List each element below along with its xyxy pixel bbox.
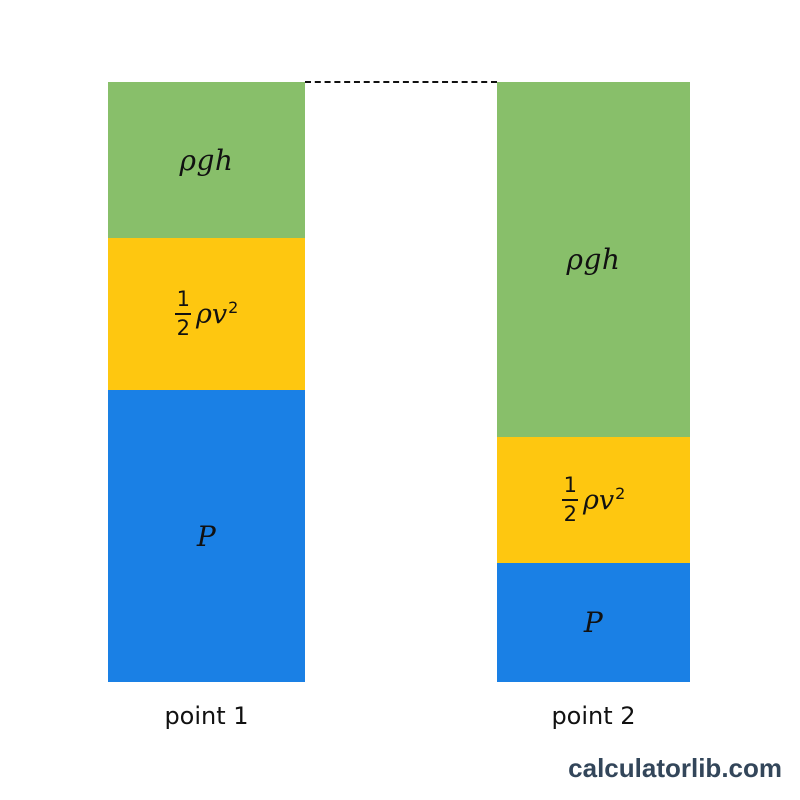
point-2-kinetic-numerator: 1: [563, 473, 578, 497]
watermark: calculatorlib.com: [568, 753, 782, 783]
point-1-fraction-bar: [175, 313, 192, 315]
point-1-kinetic-segment: 1 2 ρv2: [108, 238, 305, 390]
point-2-label: point 2: [551, 702, 636, 730]
point-2-kinetic-exponent: 2: [615, 484, 626, 503]
point-2-gravity-segment: ρgh: [497, 82, 690, 437]
point-2-kinetic-segment: 1 2 ρv2: [497, 437, 690, 563]
point-1-kinetic-body: ρv: [196, 299, 228, 330]
point-1-kinetic-expression: 1 2 ρv2: [175, 289, 238, 339]
point-1-kinetic-fraction: 1 2: [175, 289, 192, 339]
point-1-column: ρgh 1 2 ρv2 P: [108, 82, 305, 682]
point-2-kinetic-fraction: 1 2: [562, 475, 579, 525]
point-2-pressure-label: P: [583, 606, 604, 639]
point-1-label: point 1: [164, 702, 249, 730]
point-1-gravity-label: ρgh: [179, 143, 234, 177]
point-2-kinetic-expression: 1 2 ρv2: [562, 475, 625, 525]
point-1-kinetic-term: ρv2: [196, 298, 238, 330]
point-2-gravity-label: ρgh: [566, 243, 621, 276]
point-1-kinetic-numerator: 1: [176, 287, 191, 311]
point-1-kinetic-exponent: 2: [228, 298, 239, 317]
point-1-kinetic-denominator: 2: [176, 316, 191, 340]
point-2-fraction-bar: [562, 499, 579, 501]
point-2-pressure-segment: P: [497, 563, 690, 682]
point-2-column: ρgh 1 2 ρv2 P: [497, 82, 690, 682]
point-2-kinetic-term: ρv2: [583, 484, 625, 516]
equal-total-dashed-line: [305, 81, 497, 83]
point-2-kinetic-denominator: 2: [563, 502, 578, 526]
point-2-kinetic-body: ρv: [583, 485, 615, 516]
point-1-pressure-segment: P: [108, 390, 305, 682]
point-1-pressure-label: P: [196, 519, 217, 553]
point-1-gravity-segment: ρgh: [108, 82, 305, 238]
